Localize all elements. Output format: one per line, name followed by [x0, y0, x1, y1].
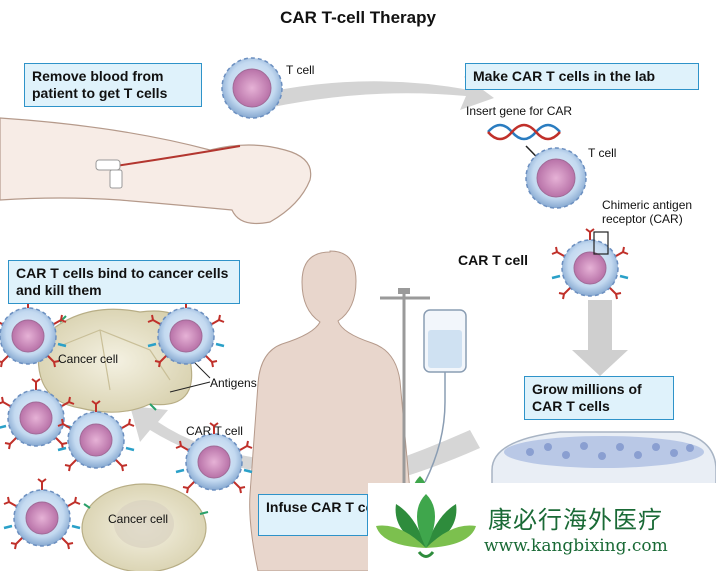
label-t-cell-lab: T cell [588, 146, 617, 160]
label-antigens: Antigens [210, 376, 257, 390]
label-cancer-cell-top: Cancer cell [58, 352, 119, 366]
diagram-title: CAR T-cell Therapy [280, 8, 436, 27]
cancer-cell-bottom-graphic [81, 483, 209, 571]
label-car-receptor: Chimeric antigen receptor (CAR) [602, 198, 693, 226]
label-insert-gene: Insert gene for CAR [466, 104, 573, 118]
step-infuse: Infuse CAR T cells into patient [258, 494, 368, 536]
label-car-t-cell-lab: CAR T cell [458, 252, 529, 268]
step-make-car: Make CAR T cells in the lab [465, 63, 699, 90]
step-grow: Grow millions of CAR T cells [524, 376, 674, 420]
arrow-to-grow [572, 300, 628, 376]
watermark-url: www.kangbixing.com [484, 536, 668, 556]
label-cancer-cell-bottom: Cancer cell [108, 512, 169, 526]
t-cell-top-graphic [221, 57, 283, 119]
watermark-logo-icon [376, 494, 476, 558]
car-t-cell-lab-graphic [550, 227, 630, 301]
watermark-brand-name: 康必行海外医疗 [488, 506, 663, 534]
t-cell-lab-graphic [525, 147, 587, 209]
step-bind-cancer: CAR T cells bind to cancer cells and kil… [8, 260, 240, 304]
label-t-cell-top: T cell [286, 63, 315, 77]
step-remove-blood: Remove blood from patient to get T cells [24, 63, 202, 107]
car-t-cell-6 [2, 477, 82, 551]
arrow-to-lab [250, 76, 494, 112]
patient-arm [0, 117, 312, 225]
petri-dish [491, 431, 716, 486]
label-car-t-cell-bottom: CAR T cell [186, 424, 243, 438]
